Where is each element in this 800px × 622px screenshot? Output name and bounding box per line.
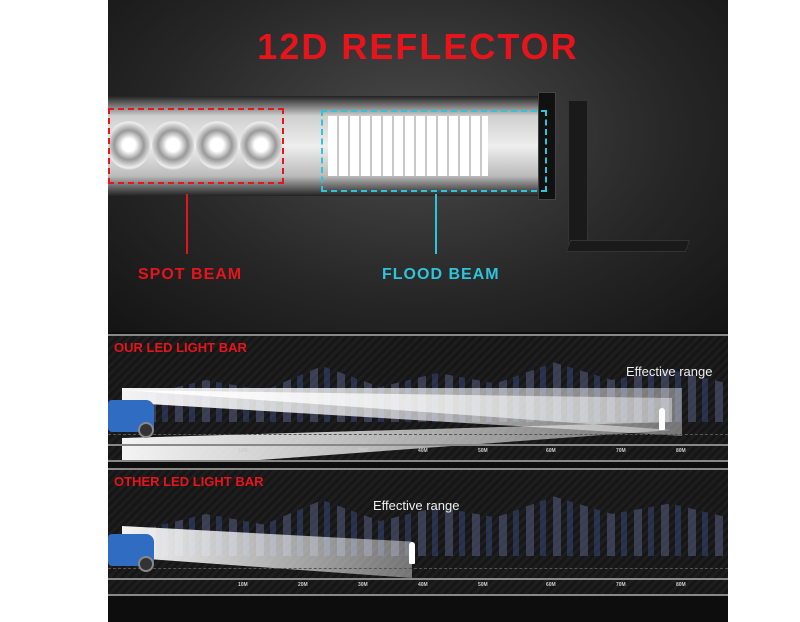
spot-pointer xyxy=(186,194,188,254)
spot-beam-outline xyxy=(108,108,284,184)
distance-tick: 30M xyxy=(358,448,368,454)
spot-led xyxy=(152,120,194,170)
distance-tick: 20M xyxy=(298,582,308,588)
person-icon xyxy=(659,408,665,430)
distance-tick: 70M xyxy=(616,448,626,454)
title: 12D REFLECTOR xyxy=(257,26,579,67)
wheel xyxy=(138,556,154,572)
road-line xyxy=(108,568,728,569)
reflector-panel: 12D REFLECTOR SPOT BEAM FLOOD BEAM xyxy=(108,0,728,332)
flood-pointer xyxy=(435,194,437,254)
product-image: 12D REFLECTOR SPOT BEAM FLOOD BEAM OUR L… xyxy=(108,0,728,622)
distance-tick: 40M xyxy=(418,582,428,588)
spot-led xyxy=(196,120,238,170)
road-line xyxy=(108,434,728,435)
distance-tick: 10M xyxy=(238,448,248,454)
flood-beam-label: FLOOD BEAM xyxy=(382,266,500,283)
spot-beam-label: SPOT BEAM xyxy=(138,266,243,283)
distance-tick: 60M xyxy=(546,582,556,588)
end-cap xyxy=(538,92,556,200)
spot-led xyxy=(240,120,282,170)
distance-tick: 40M xyxy=(418,448,428,454)
effective-range-label: Effective range xyxy=(626,364,713,379)
distance-tick: 70M xyxy=(616,582,626,588)
distance-tick: 50M xyxy=(478,582,488,588)
mount-bracket-foot xyxy=(565,240,691,252)
distance-tick: 80M xyxy=(676,448,686,454)
spot-led xyxy=(108,120,150,170)
ground-line xyxy=(108,444,728,446)
wheel xyxy=(138,422,154,438)
distance-tick: 10M xyxy=(238,582,248,588)
effective-range-label: Effective range xyxy=(373,498,460,513)
distance-tick: 20M xyxy=(298,448,308,454)
distance-tick: 80M xyxy=(676,582,686,588)
our-light-bar-comparison: OUR LED LIGHT BAR Effective range 10M 20M… xyxy=(108,334,728,462)
person-icon xyxy=(409,542,415,564)
distance-tick: 60M xyxy=(546,448,556,454)
distance-tick: 50M xyxy=(478,448,488,454)
other-light-bar-comparison: OTHER LED LIGHT BAR Effective range 10M 2… xyxy=(108,468,728,596)
distance-tick: 30M xyxy=(358,582,368,588)
ground-line xyxy=(108,578,728,580)
flood-leds xyxy=(328,116,488,176)
flood-beam-outline xyxy=(321,110,547,192)
mount-bracket xyxy=(568,100,588,250)
section-title: OTHER LED LIGHT BAR xyxy=(114,474,264,489)
section-title: OUR LED LIGHT BAR xyxy=(114,340,247,355)
